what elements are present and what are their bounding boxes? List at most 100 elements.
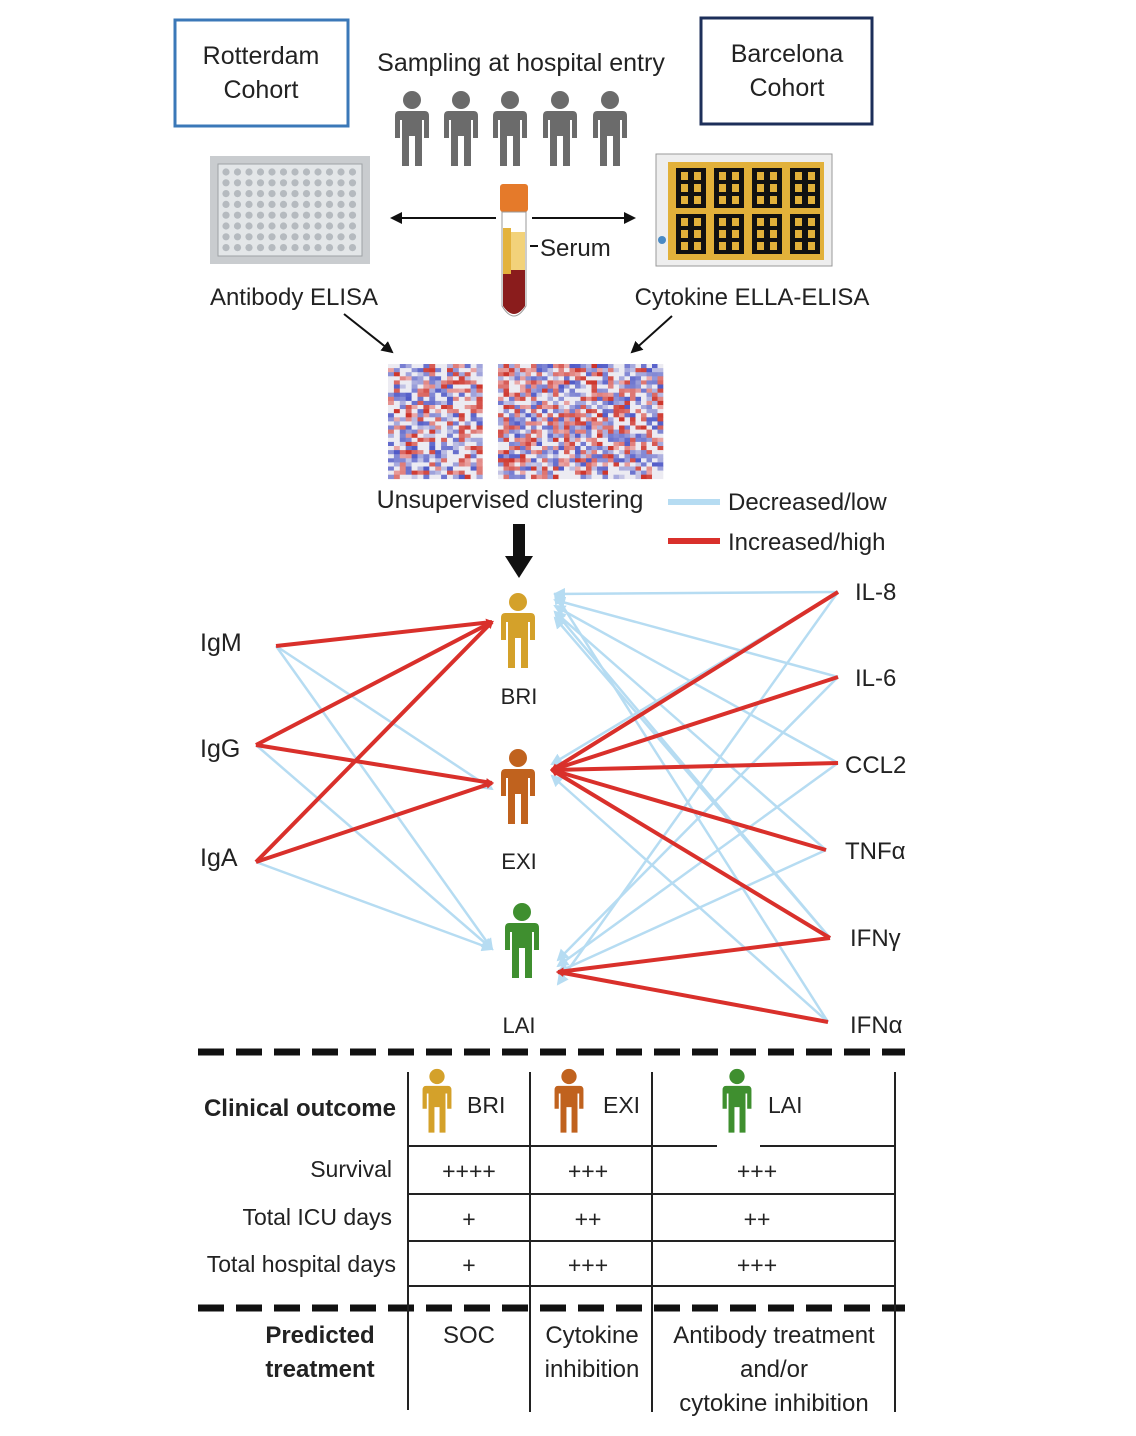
heatmap-cell	[464, 441, 471, 447]
cartridge-channel	[694, 184, 701, 192]
heatmap-cell	[447, 425, 454, 430]
heatmap-cell	[393, 437, 401, 443]
heatmap-cell	[602, 474, 609, 480]
heatmap-cell	[624, 470, 631, 475]
heatmap-antibody	[388, 364, 483, 480]
heatmap-cell	[509, 396, 515, 402]
heatmap-cell	[569, 372, 576, 377]
antibody-label-igg: IgG	[200, 735, 240, 763]
heatmap-cell	[602, 433, 609, 439]
heatmap-cell	[602, 462, 609, 467]
barcelona-label-line1: Barcelona	[731, 40, 844, 68]
heatmap-cell	[558, 421, 565, 426]
heatmap-cell	[564, 380, 570, 385]
cartridge-channel	[719, 230, 726, 238]
plate-well	[245, 190, 253, 198]
heatmap-cell	[536, 470, 543, 475]
heatmap-cell	[657, 376, 664, 381]
heatmap-cell	[514, 441, 521, 447]
heatmap-cell	[630, 425, 636, 430]
heatmap-cell	[608, 388, 614, 393]
heatmap-cell	[411, 441, 418, 447]
heatmap-cell	[520, 466, 526, 471]
blood-tube-icon	[500, 184, 528, 317]
heatmap-cell	[602, 446, 609, 451]
heatmap-cell	[646, 462, 653, 467]
heatmap-cell	[435, 429, 442, 434]
heatmap-cell	[547, 450, 554, 455]
heatmap-cell	[388, 388, 395, 393]
plate-well	[268, 244, 276, 252]
heatmap-cell	[411, 409, 418, 414]
heatmap-cell	[569, 470, 576, 475]
heatmap-cell	[423, 462, 430, 467]
heatmap-cell	[580, 458, 587, 463]
heatmap-cell	[547, 376, 554, 381]
heatmap-cell	[569, 433, 576, 439]
heatmap-cell	[536, 413, 543, 418]
heatmap-cell	[525, 474, 532, 480]
heatmap-cell	[575, 421, 581, 426]
heatmap-cell	[635, 425, 642, 430]
heatmap-cell	[602, 388, 609, 393]
heatmap-cell	[569, 446, 576, 451]
heatmap-cell	[514, 421, 521, 426]
heatmap-cell	[399, 454, 406, 459]
heatmap-cell	[417, 441, 424, 447]
heatmap-cell	[464, 392, 471, 398]
heatmap-cell	[586, 380, 592, 385]
heatmap-cell	[435, 396, 442, 402]
heatmap-cell	[476, 429, 483, 434]
heatmap-cell	[520, 441, 526, 447]
heatmap-cell	[630, 446, 636, 451]
treatment-lai-line3: cytokine inhibition	[679, 1390, 868, 1417]
heatmap-cell	[441, 470, 448, 475]
heatmap-cell	[635, 400, 642, 406]
heatmap-cell	[525, 421, 532, 426]
heatmap-cell	[657, 421, 664, 426]
heatmap-cell	[476, 413, 483, 418]
heatmap-cell	[602, 450, 609, 455]
heatmap-cell	[641, 462, 647, 467]
heatmap-cell	[575, 417, 581, 422]
cell-survival-bri: ++++	[442, 1158, 496, 1184]
cartridge-channel	[719, 196, 726, 204]
increased-link	[550, 761, 839, 774]
heatmap-cell	[458, 446, 465, 451]
plate-well	[279, 222, 288, 230]
heatmap-cell	[399, 450, 406, 455]
heatmap-cell	[652, 454, 658, 459]
heatmap-cell	[657, 466, 664, 471]
heatmap-cell	[641, 421, 647, 426]
heatmap-cell	[393, 429, 401, 434]
plate-well	[222, 179, 230, 187]
heatmap-cell	[399, 462, 406, 467]
cytokine-label-ifng: IFNγ	[850, 925, 901, 952]
heatmap-cell	[399, 380, 406, 385]
heatmap-cell	[547, 372, 554, 377]
heatmap-cell	[547, 462, 554, 467]
heatmap-cell	[630, 454, 636, 459]
heatmap-cell	[586, 417, 592, 422]
heatmap-cell	[619, 388, 625, 393]
heatmap-cell	[470, 388, 477, 393]
plate-well	[268, 179, 276, 187]
heatmap-cell	[458, 396, 465, 402]
heatmap-cell	[435, 392, 442, 398]
heatmap-cell	[429, 437, 436, 443]
heatmap-cell	[476, 405, 483, 410]
plate-well	[222, 244, 230, 252]
heatmap-cell	[435, 376, 442, 381]
heatmap-cell	[423, 450, 430, 455]
heatmap-cell	[470, 368, 477, 373]
heatmap-cell	[619, 450, 625, 455]
heatmap-cell	[399, 446, 406, 451]
heatmap-cell	[531, 396, 537, 402]
heatmap-cell	[525, 433, 532, 439]
heatmap-cell	[591, 441, 598, 447]
heatmap-cell	[635, 376, 642, 381]
heatmap-cell	[657, 409, 664, 414]
heatmap-cell	[464, 474, 471, 480]
heatmap-cell	[641, 392, 647, 398]
plate-well	[302, 233, 311, 241]
